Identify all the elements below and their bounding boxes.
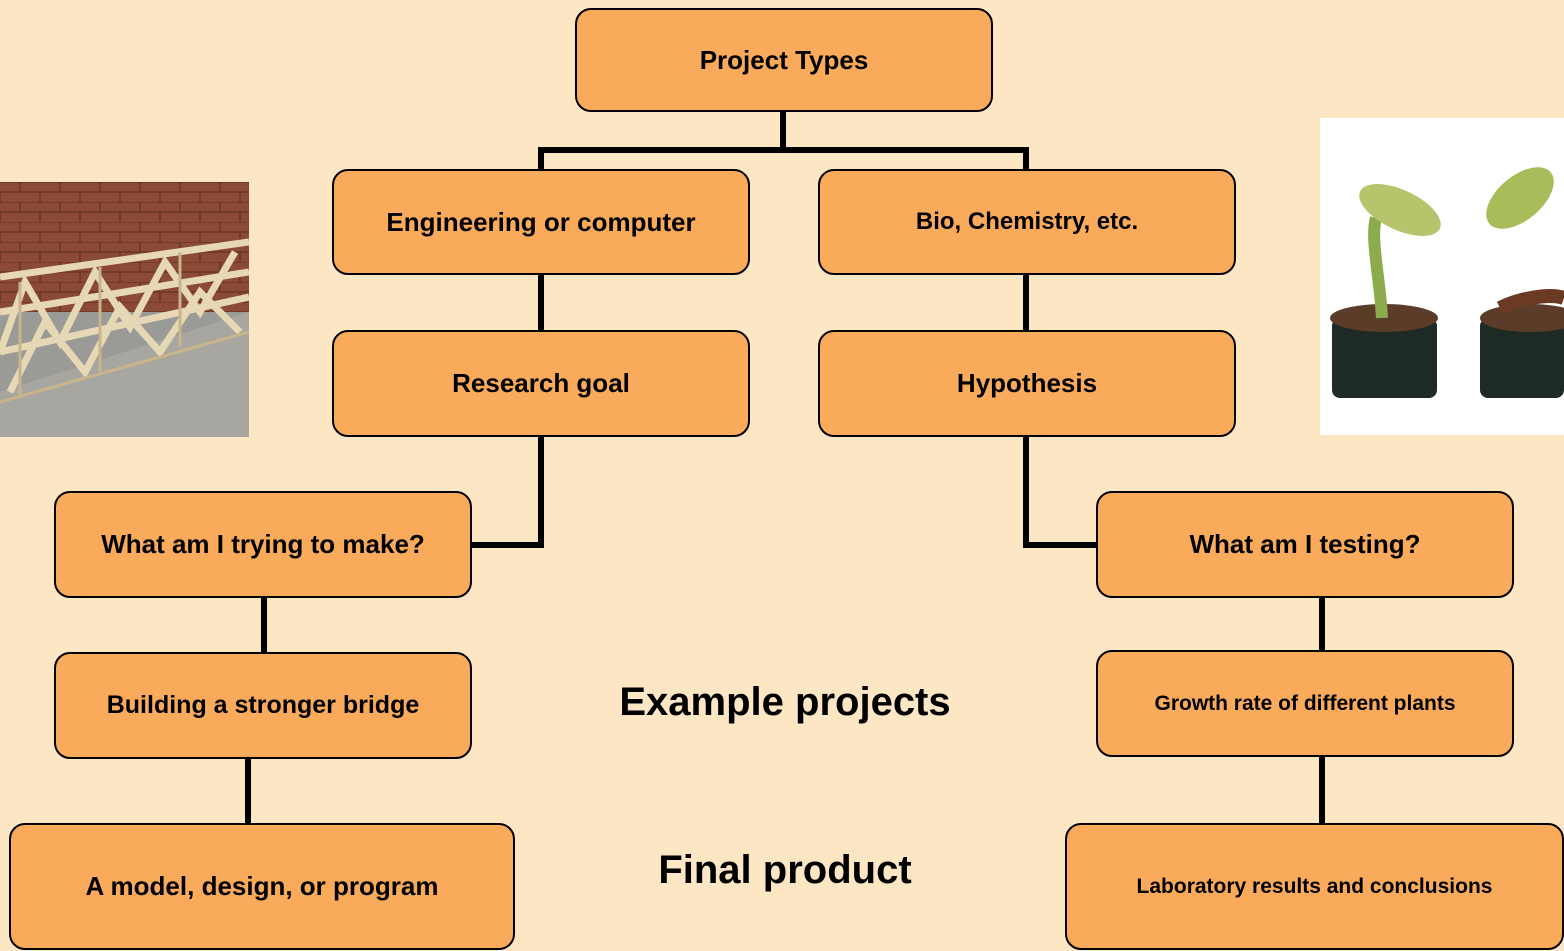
hypothesis-label: Hypothesis bbox=[956, 368, 1098, 398]
what-make-label: What am I trying to make? bbox=[101, 529, 425, 559]
lab-results-label: Laboratory results and conclusions bbox=[1136, 874, 1493, 898]
bio-chem-node: Bio, Chemistry, etc. bbox=[818, 169, 1236, 275]
what-testing-node: What am I testing? bbox=[1096, 491, 1514, 598]
bio-chem-label: Bio, Chemistry, etc. bbox=[915, 208, 1139, 235]
engineering-node: Engineering or computer bbox=[332, 169, 750, 275]
engineering-label: Engineering or computer bbox=[386, 206, 696, 237]
bridge-label: Building a stronger bridge bbox=[106, 691, 420, 719]
plants-node: Growth rate of different plants bbox=[1096, 650, 1514, 757]
model-node: A model, design, or program bbox=[9, 823, 515, 950]
hypothesis-node: Hypothesis bbox=[818, 330, 1236, 437]
research-goal-node: Research goal bbox=[332, 330, 750, 437]
lab-results-node: Laboratory results and conclusions bbox=[1065, 823, 1564, 950]
what-testing-label: What am I testing? bbox=[1189, 529, 1421, 559]
bridge-model-photo bbox=[0, 182, 249, 437]
bean-sprout-photo bbox=[1320, 118, 1564, 435]
what-make-node: What am I trying to make? bbox=[54, 491, 472, 598]
project-types-label: Project Types bbox=[699, 44, 869, 75]
example-projects-caption: Example projects bbox=[619, 680, 951, 724]
model-label: A model, design, or program bbox=[85, 871, 439, 901]
project-types-node: Project Types bbox=[575, 8, 993, 112]
plants-label: Growth rate of different plants bbox=[1154, 691, 1456, 715]
bridge-node: Building a stronger bridge bbox=[54, 652, 472, 759]
final-product-caption: Final product bbox=[658, 848, 912, 892]
research-goal-label: Research goal bbox=[452, 368, 630, 398]
